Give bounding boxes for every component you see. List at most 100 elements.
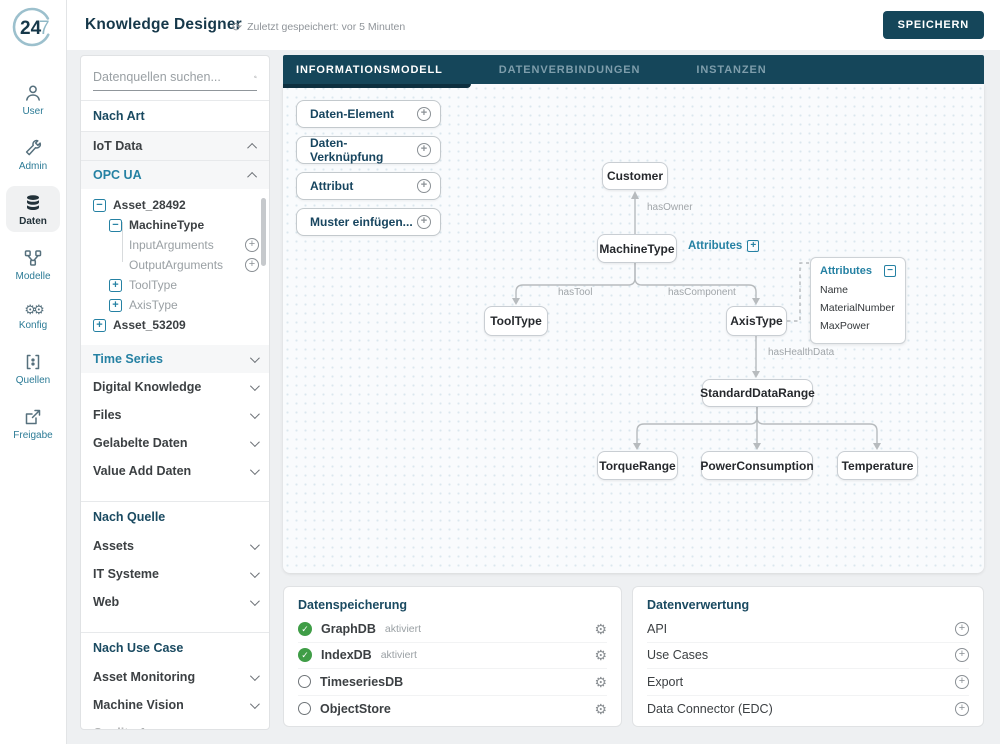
divider <box>81 632 269 633</box>
machinetype-attributes-link[interactable]: Attributes + <box>688 240 760 252</box>
node-powerconsumption[interactable]: PowerConsumption <box>700 451 814 480</box>
tree-item-axistype[interactable]: +AxisType <box>81 295 269 315</box>
expand-icon[interactable]: + <box>109 298 122 312</box>
group-assets[interactable]: Assets <box>81 532 269 560</box>
usage-row-data-connector[interactable]: Data Connector (EDC) + <box>647 696 969 723</box>
rail-item-label: Freigabe <box>13 430 53 441</box>
save-status: ⟳ Zuletzt gespeichert: vor 5 Minuten <box>232 20 405 34</box>
collapse-icon[interactable]: − <box>93 198 106 212</box>
check-icon: ✓ <box>298 621 312 636</box>
tab-instanzen[interactable]: INSTANZEN <box>696 63 767 76</box>
add-icon[interactable]: + <box>955 701 969 716</box>
group-digital-knowledge[interactable]: Digital Knowledge <box>81 373 269 401</box>
logo-7: 7 <box>39 18 50 39</box>
add-daten-verknuepfung-button[interactable]: Daten-Verknüpfung+ <box>296 136 441 164</box>
add-icon[interactable]: + <box>245 258 259 272</box>
storage-row-objectstore[interactable]: ObjectStore ⚙ <box>298 696 607 723</box>
rail-item-freigabe[interactable]: Freigabe <box>6 400 60 446</box>
expand-attributes-icon[interactable]: + <box>747 240 760 252</box>
rail-item-label: User <box>22 106 44 117</box>
collapse-attributes-icon[interactable]: − <box>884 265 896 277</box>
group-opc-ua[interactable]: OPC UA <box>81 161 269 189</box>
group-asset-monitoring[interactable]: Asset Monitoring <box>81 663 269 691</box>
group-gelabelte-daten[interactable]: Gelabelte Daten <box>81 429 269 457</box>
add-daten-element-button[interactable]: Daten-Element+ <box>296 100 441 128</box>
edge-label-hasowner: hasOwner <box>644 202 696 213</box>
add-icon: + <box>417 107 431 121</box>
node-machinetype[interactable]: MachineType <box>597 234 677 263</box>
divider <box>81 100 269 101</box>
gear-icon[interactable]: ⚙ <box>594 647 607 664</box>
tab-datenverbindungen[interactable]: DATENVERBINDUNGEN <box>498 63 641 76</box>
model-canvas[interactable]: Daten-Element+ Daten-Verknüpfung+ Attrib… <box>283 84 984 573</box>
rail-item-user[interactable]: User <box>6 76 60 122</box>
expand-icon[interactable]: + <box>109 278 122 292</box>
tree-item-outputarguments[interactable]: OutputArguments+ <box>81 255 269 275</box>
tree-item-asset-28492[interactable]: −Asset_28492 <box>81 195 269 215</box>
node-customer[interactable]: Customer <box>602 162 668 190</box>
add-icon: + <box>417 179 431 193</box>
group-value-add-daten[interactable]: Value Add Daten <box>81 457 269 485</box>
rail-item-konfig[interactable]: ⚙⚙ Konfig <box>6 296 60 336</box>
add-icon: + <box>417 215 431 229</box>
tree-item-tooltype[interactable]: +ToolType <box>81 275 269 295</box>
group-it-systeme[interactable]: IT Systeme <box>81 560 269 588</box>
expand-icon[interactable]: + <box>93 318 106 332</box>
rail-item-quellen[interactable]: Quellen <box>6 345 60 391</box>
chevron-down-icon <box>249 567 260 578</box>
nav-rail: User Admin Daten Modelle ⚙⚙ Konfig Quell… <box>0 50 66 744</box>
usage-row-api[interactable]: API + <box>647 616 969 643</box>
section-header-nach-use-case: Nach Use Case <box>93 641 184 655</box>
group-quality-assurance[interactable]: Quality Assurance <box>81 719 269 729</box>
group-files[interactable]: Files <box>81 401 269 429</box>
sidebar-scrollbar[interactable] <box>261 198 266 266</box>
user-icon <box>26 85 40 101</box>
tree-item-inputarguments[interactable]: InputArguments+ <box>81 235 269 255</box>
usage-row-export[interactable]: Export + <box>647 669 969 696</box>
section-header-nach-quelle: Nach Quelle <box>93 510 166 524</box>
add-icon[interactable]: + <box>955 674 969 689</box>
tree-item-machinetype[interactable]: −MachineType <box>81 215 269 235</box>
storage-row-timeseriesdb[interactable]: TimeseriesDB ⚙ <box>298 669 607 696</box>
node-temperature[interactable]: Temperature <box>837 451 918 480</box>
node-tooltype[interactable]: ToolType <box>484 306 548 336</box>
group-machine-vision[interactable]: Machine Vision <box>81 691 269 719</box>
group-time-series[interactable]: Time Series <box>81 345 269 373</box>
nodes-icon <box>24 250 42 266</box>
chevron-up-icon <box>247 142 258 153</box>
check-icon: ✓ <box>298 648 312 663</box>
tree-item-asset-53209[interactable]: +Asset_53209 <box>81 315 269 335</box>
usage-row-use-cases[interactable]: Use Cases + <box>647 643 969 669</box>
storage-row-indexdb[interactable]: ✓ IndexDB aktiviert ⚙ <box>298 643 607 669</box>
search-field[interactable] <box>93 69 257 91</box>
attribute-item: MaxPower <box>820 320 870 332</box>
node-standarddatarange[interactable]: StandardDataRange <box>700 379 815 407</box>
group-web[interactable]: Web <box>81 588 269 616</box>
rail-item-modelle[interactable]: Modelle <box>6 241 60 287</box>
edge-label-hastool: hasTool <box>555 287 596 298</box>
edge-label-hascomponent: hasComponent <box>665 287 739 298</box>
collapse-icon[interactable]: − <box>109 218 122 232</box>
chevron-down-icon <box>249 464 260 475</box>
add-icon[interactable]: + <box>955 648 969 663</box>
add-icon[interactable]: + <box>245 238 259 252</box>
search-input[interactable] <box>93 70 254 84</box>
insert-muster-button[interactable]: Muster einfügen...+ <box>296 208 441 236</box>
storage-row-graphdb[interactable]: ✓ GraphDB aktiviert ⚙ <box>298 616 607 643</box>
rail-item-daten[interactable]: Daten <box>6 186 60 232</box>
add-attribut-button[interactable]: Attribut+ <box>296 172 441 200</box>
add-icon[interactable]: + <box>955 621 969 636</box>
gear-icon[interactable]: ⚙ <box>594 700 607 717</box>
tab-informationsmodell[interactable]: INFORMATIONSMODELL <box>283 55 471 88</box>
rail-item-admin[interactable]: Admin <box>6 131 60 177</box>
sync-icon: ⟳ <box>232 20 243 34</box>
node-torquerange[interactable]: TorqueRange <box>597 451 678 480</box>
gear-icon[interactable]: ⚙ <box>594 620 607 637</box>
attributes-panel-header[interactable]: Attributes − <box>820 265 896 277</box>
section-header-nach-art: Nach Art <box>93 109 145 123</box>
attribute-item: MaterialNumber <box>820 302 895 314</box>
node-axistype[interactable]: AxisType <box>726 306 787 336</box>
save-button[interactable]: SPEICHERN <box>882 11 984 39</box>
group-iot-data[interactable]: IoT Data <box>81 132 269 160</box>
gear-icon[interactable]: ⚙ <box>594 673 607 690</box>
